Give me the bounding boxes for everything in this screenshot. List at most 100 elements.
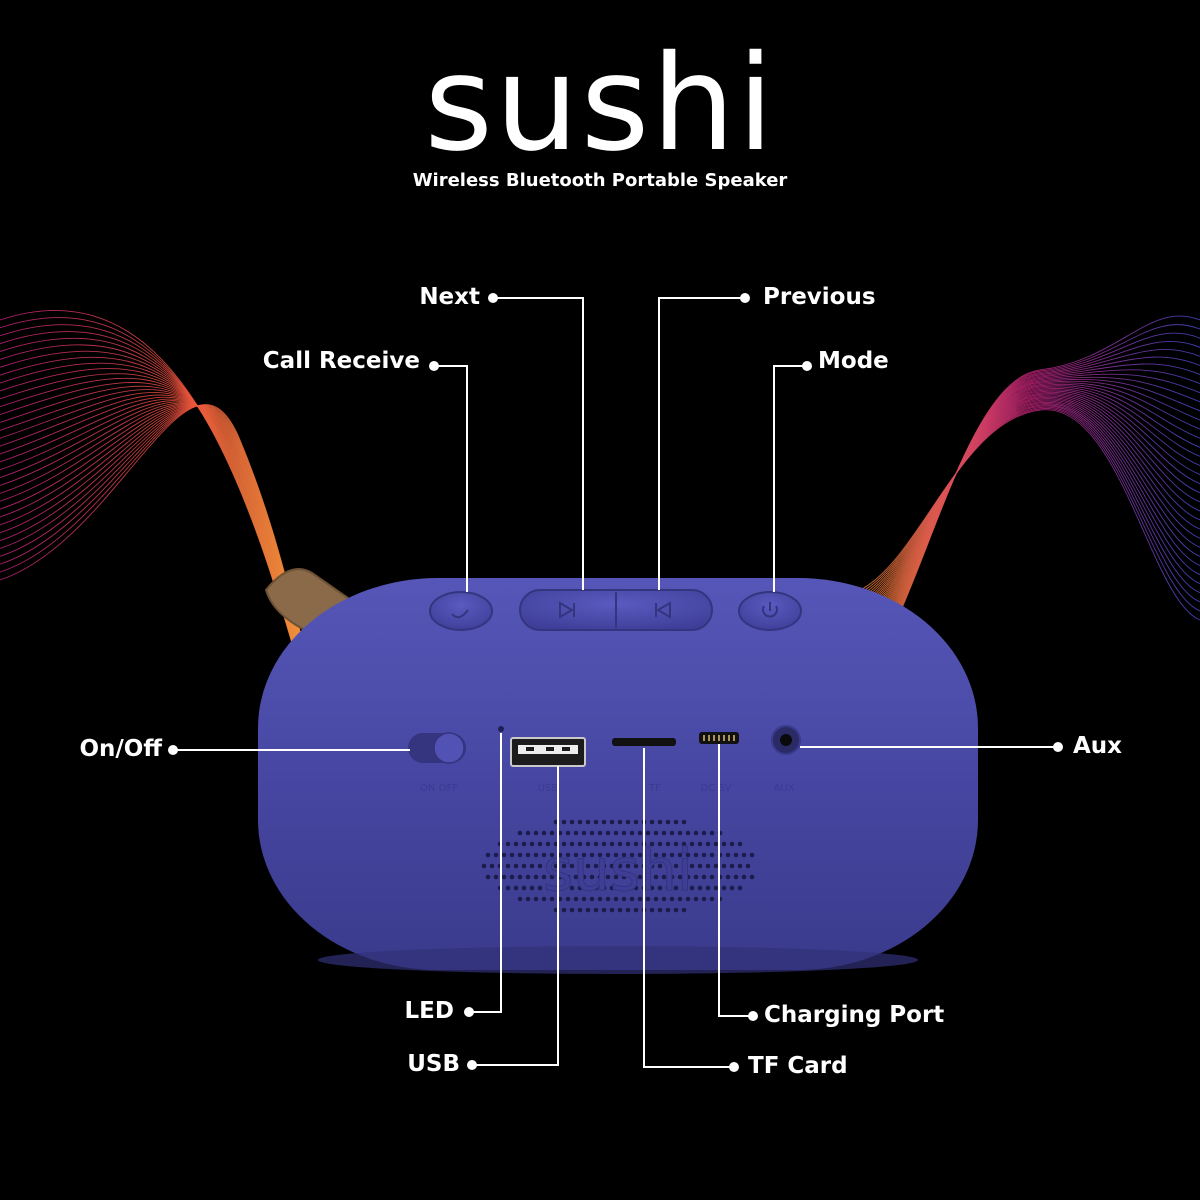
grille-hole (589, 896, 595, 902)
wave-line (859, 389, 1200, 634)
grille-hole (653, 896, 659, 902)
grille-hole (561, 907, 567, 913)
grille-hole (729, 863, 735, 869)
grille-hole (481, 863, 487, 869)
grille-hole (733, 874, 739, 880)
grille-hole (629, 830, 635, 836)
callout-lines (173, 297, 1058, 1068)
grille-hole (525, 830, 531, 836)
speaker-grille (481, 819, 755, 913)
grille-hole (565, 852, 571, 858)
grille-hole (749, 874, 755, 880)
wave-line (859, 395, 1200, 621)
dot-mode (802, 361, 812, 371)
wave-line (859, 387, 1200, 637)
grille-hole (561, 885, 567, 891)
callout-label-previous: Previous (763, 284, 876, 310)
call-receive-button[interactable] (429, 591, 493, 631)
grille-hole (609, 841, 615, 847)
grille-hole (701, 852, 707, 858)
grille-hole (617, 841, 623, 847)
grille-hole (741, 874, 747, 880)
grille-hole (681, 863, 687, 869)
wave-line (859, 400, 1200, 610)
grille-hole (537, 863, 543, 869)
leader-tf-card (643, 748, 734, 1068)
grille-hole (657, 863, 663, 869)
grille-hole (677, 830, 683, 836)
grille-hole (645, 830, 651, 836)
tf-card-slot[interactable] (612, 738, 676, 746)
grille-hole (589, 874, 595, 880)
grille-hole (513, 841, 519, 847)
grille-hole (665, 819, 671, 825)
grille-hole (701, 874, 707, 880)
grille-hole (529, 863, 535, 869)
grille-hole (665, 907, 671, 913)
grille-hole (629, 896, 635, 902)
callout-label-next: Next (419, 284, 480, 310)
grille-hole (673, 885, 679, 891)
grille-hole (661, 896, 667, 902)
grille-hole (597, 874, 603, 880)
wave-line (859, 385, 1200, 643)
grille-hole (661, 852, 667, 858)
dot-previous (740, 293, 750, 303)
grille-hole (517, 874, 523, 880)
grille-hole (709, 874, 715, 880)
wave-line (859, 394, 1200, 624)
grille-hole (681, 885, 687, 891)
grille-hole (617, 819, 623, 825)
grille-hole (569, 841, 575, 847)
dot-usb (467, 1060, 477, 1070)
wave-line (859, 369, 1200, 662)
grille-hole (601, 841, 607, 847)
grille-hole (545, 863, 551, 869)
grille-hole (673, 863, 679, 869)
grille-hole (693, 830, 699, 836)
grille-hole (689, 841, 695, 847)
grille-hole (637, 874, 643, 880)
wave-line (859, 373, 1200, 659)
grille-hole (601, 885, 607, 891)
wave-line (859, 408, 1200, 612)
grille-hole (565, 874, 571, 880)
grille-hole (585, 819, 591, 825)
grille-hole (605, 852, 611, 858)
grille-hole (581, 830, 587, 836)
grille-hole (621, 874, 627, 880)
grille-hole (585, 863, 591, 869)
grille-hole (725, 852, 731, 858)
grille-hole (637, 852, 643, 858)
grille-hole (745, 863, 751, 869)
grille-hole (733, 852, 739, 858)
grille-hole (549, 830, 555, 836)
grille-hole (649, 907, 655, 913)
grille-hole (613, 896, 619, 902)
grille-hole (741, 852, 747, 858)
wave-line (859, 315, 1200, 681)
grille-hole (569, 863, 575, 869)
leader-previous (658, 297, 745, 590)
grille-hole (633, 907, 639, 913)
leader-next (493, 297, 584, 590)
grille-hole (581, 896, 587, 902)
grille-hole (629, 874, 635, 880)
leader-led (469, 733, 502, 1013)
grille-hole (493, 852, 499, 858)
grille-hole (665, 863, 671, 869)
wave-line (859, 349, 1200, 670)
skip-previous-icon (655, 601, 671, 619)
grille-hole (597, 852, 603, 858)
grille-hole (529, 841, 535, 847)
next-button[interactable] (559, 601, 575, 619)
grille-hole (517, 896, 523, 902)
grille-hole (669, 830, 675, 836)
grille-hole (657, 841, 663, 847)
sound-wave-right (859, 315, 1200, 681)
wave-line (859, 378, 1200, 654)
port-label-dc: DC 5V (700, 783, 731, 794)
grille-hole (577, 863, 583, 869)
grille-hole (681, 907, 687, 913)
previous-button[interactable] (655, 601, 671, 619)
